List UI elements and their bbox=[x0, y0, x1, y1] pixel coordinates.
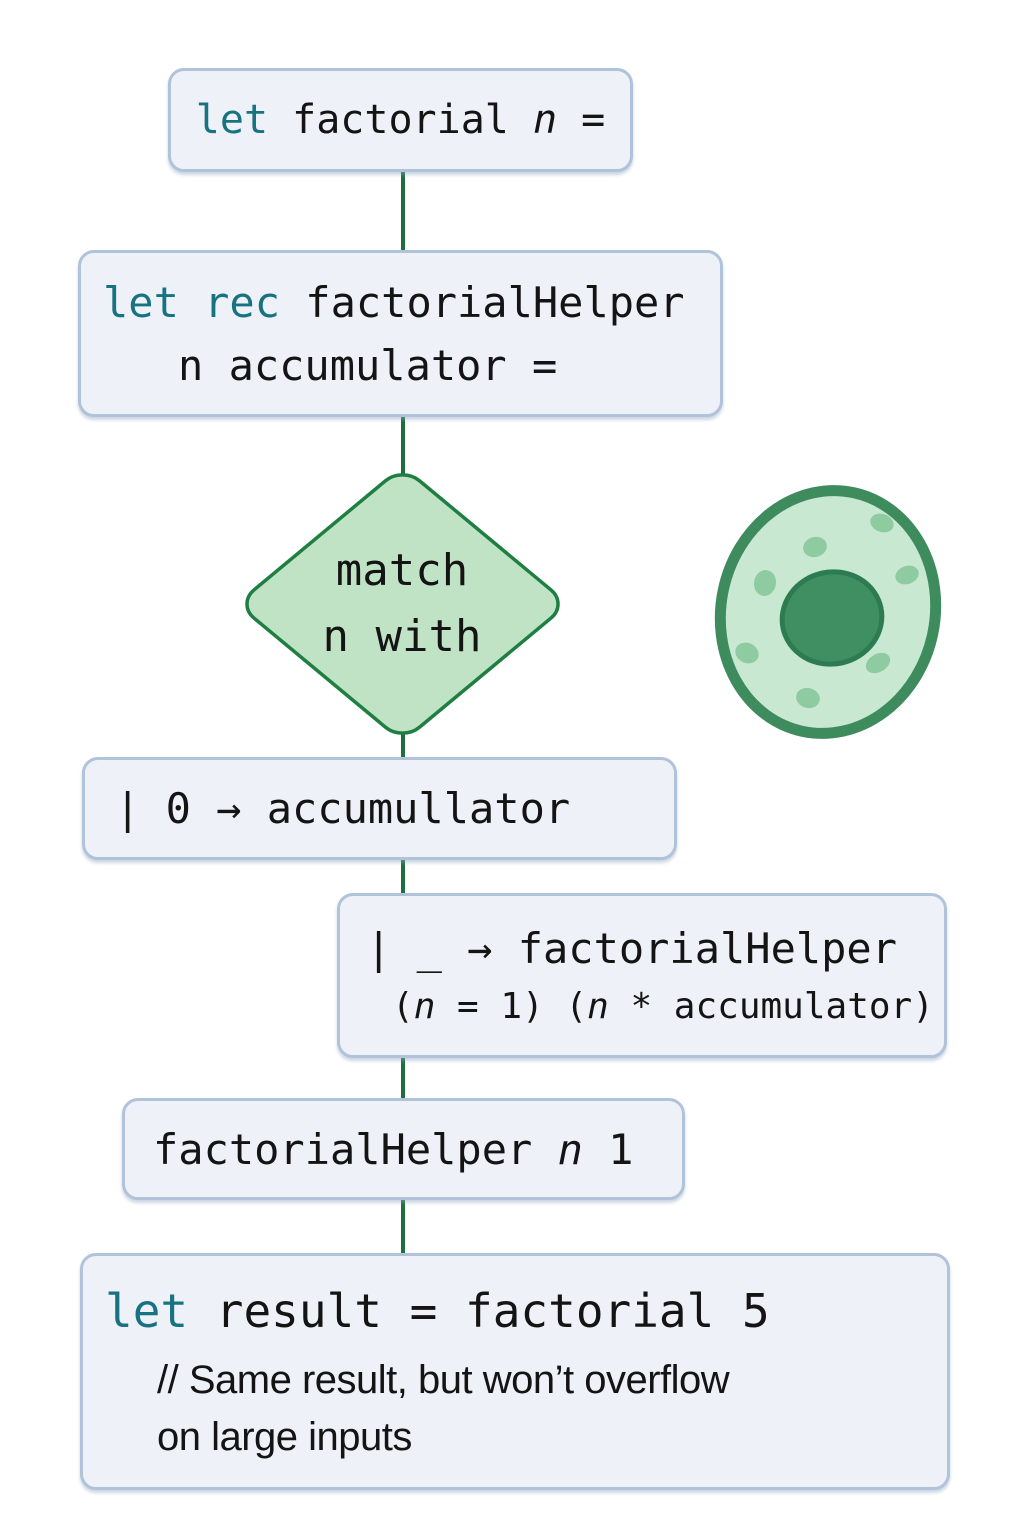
connector-3 bbox=[401, 732, 405, 762]
connector-5 bbox=[401, 1052, 405, 1102]
diamond-shape bbox=[237, 467, 568, 742]
code-line: let rec factorialHelper bbox=[103, 271, 720, 334]
node-case-zero: | 0 → accumullator bbox=[82, 757, 677, 860]
connector-4 bbox=[401, 855, 405, 897]
code-line: | _ → factorialHelper bbox=[366, 924, 898, 973]
connector-6 bbox=[401, 1195, 405, 1257]
cell-illustration-icon bbox=[714, 485, 942, 739]
node-define-helper: let rec factorialHelper n accumulator = bbox=[78, 250, 723, 417]
code-text: result = factorial 5 bbox=[188, 1284, 770, 1339]
node-call-helper: factorialHelper n 1 bbox=[122, 1098, 685, 1200]
code-suffix: = bbox=[557, 97, 606, 143]
node-result: let result = factorial 5 // Same result,… bbox=[80, 1253, 950, 1490]
code-end: * accumulator) bbox=[608, 986, 934, 1027]
code-text: factorialHelper bbox=[280, 277, 685, 327]
keyword-let: let bbox=[195, 97, 269, 143]
param-n: n bbox=[557, 1124, 583, 1174]
code-suffix: 1 bbox=[582, 1124, 634, 1174]
node-define-factorial: let factorial n = bbox=[168, 68, 633, 172]
code-line: (n = 1) (n * accumulator) bbox=[366, 980, 944, 1034]
match-decision-diamond bbox=[230, 455, 575, 755]
code-line: | 0 → accumullator bbox=[115, 784, 571, 833]
code-mid: = 1) ( bbox=[435, 986, 588, 1027]
code-open: ( bbox=[392, 986, 414, 1027]
code-line: factorialHelper n 1 bbox=[153, 1118, 682, 1181]
code-text: factorial bbox=[268, 97, 533, 143]
connector-1 bbox=[401, 168, 405, 254]
match-line1: match bbox=[335, 545, 469, 596]
param-n: n bbox=[532, 97, 558, 143]
comment-line: // Same result, but won’t overflow bbox=[157, 1358, 730, 1403]
code-line: let factorial n = bbox=[196, 90, 605, 150]
code-text: factorialHelper bbox=[153, 1124, 558, 1174]
node-case-default: | _ → factorialHelper (n = 1) (n * accum… bbox=[337, 893, 947, 1058]
cell-organelle-dots bbox=[735, 513, 919, 709]
match-decision-label: match n with bbox=[242, 520, 562, 688]
code-line: let result = factorial 5 bbox=[105, 1277, 947, 1346]
cell-nucleus bbox=[779, 569, 885, 667]
param-n: n bbox=[587, 986, 609, 1027]
connector-2 bbox=[401, 412, 405, 474]
keyword-let: let bbox=[105, 1284, 189, 1339]
keyword-let-rec: let rec bbox=[103, 277, 281, 327]
param-n: n bbox=[413, 986, 436, 1027]
match-line2: n with bbox=[322, 611, 482, 662]
comment-line: on large inputs bbox=[157, 1415, 412, 1459]
code-line: n accumulator = bbox=[178, 340, 558, 390]
